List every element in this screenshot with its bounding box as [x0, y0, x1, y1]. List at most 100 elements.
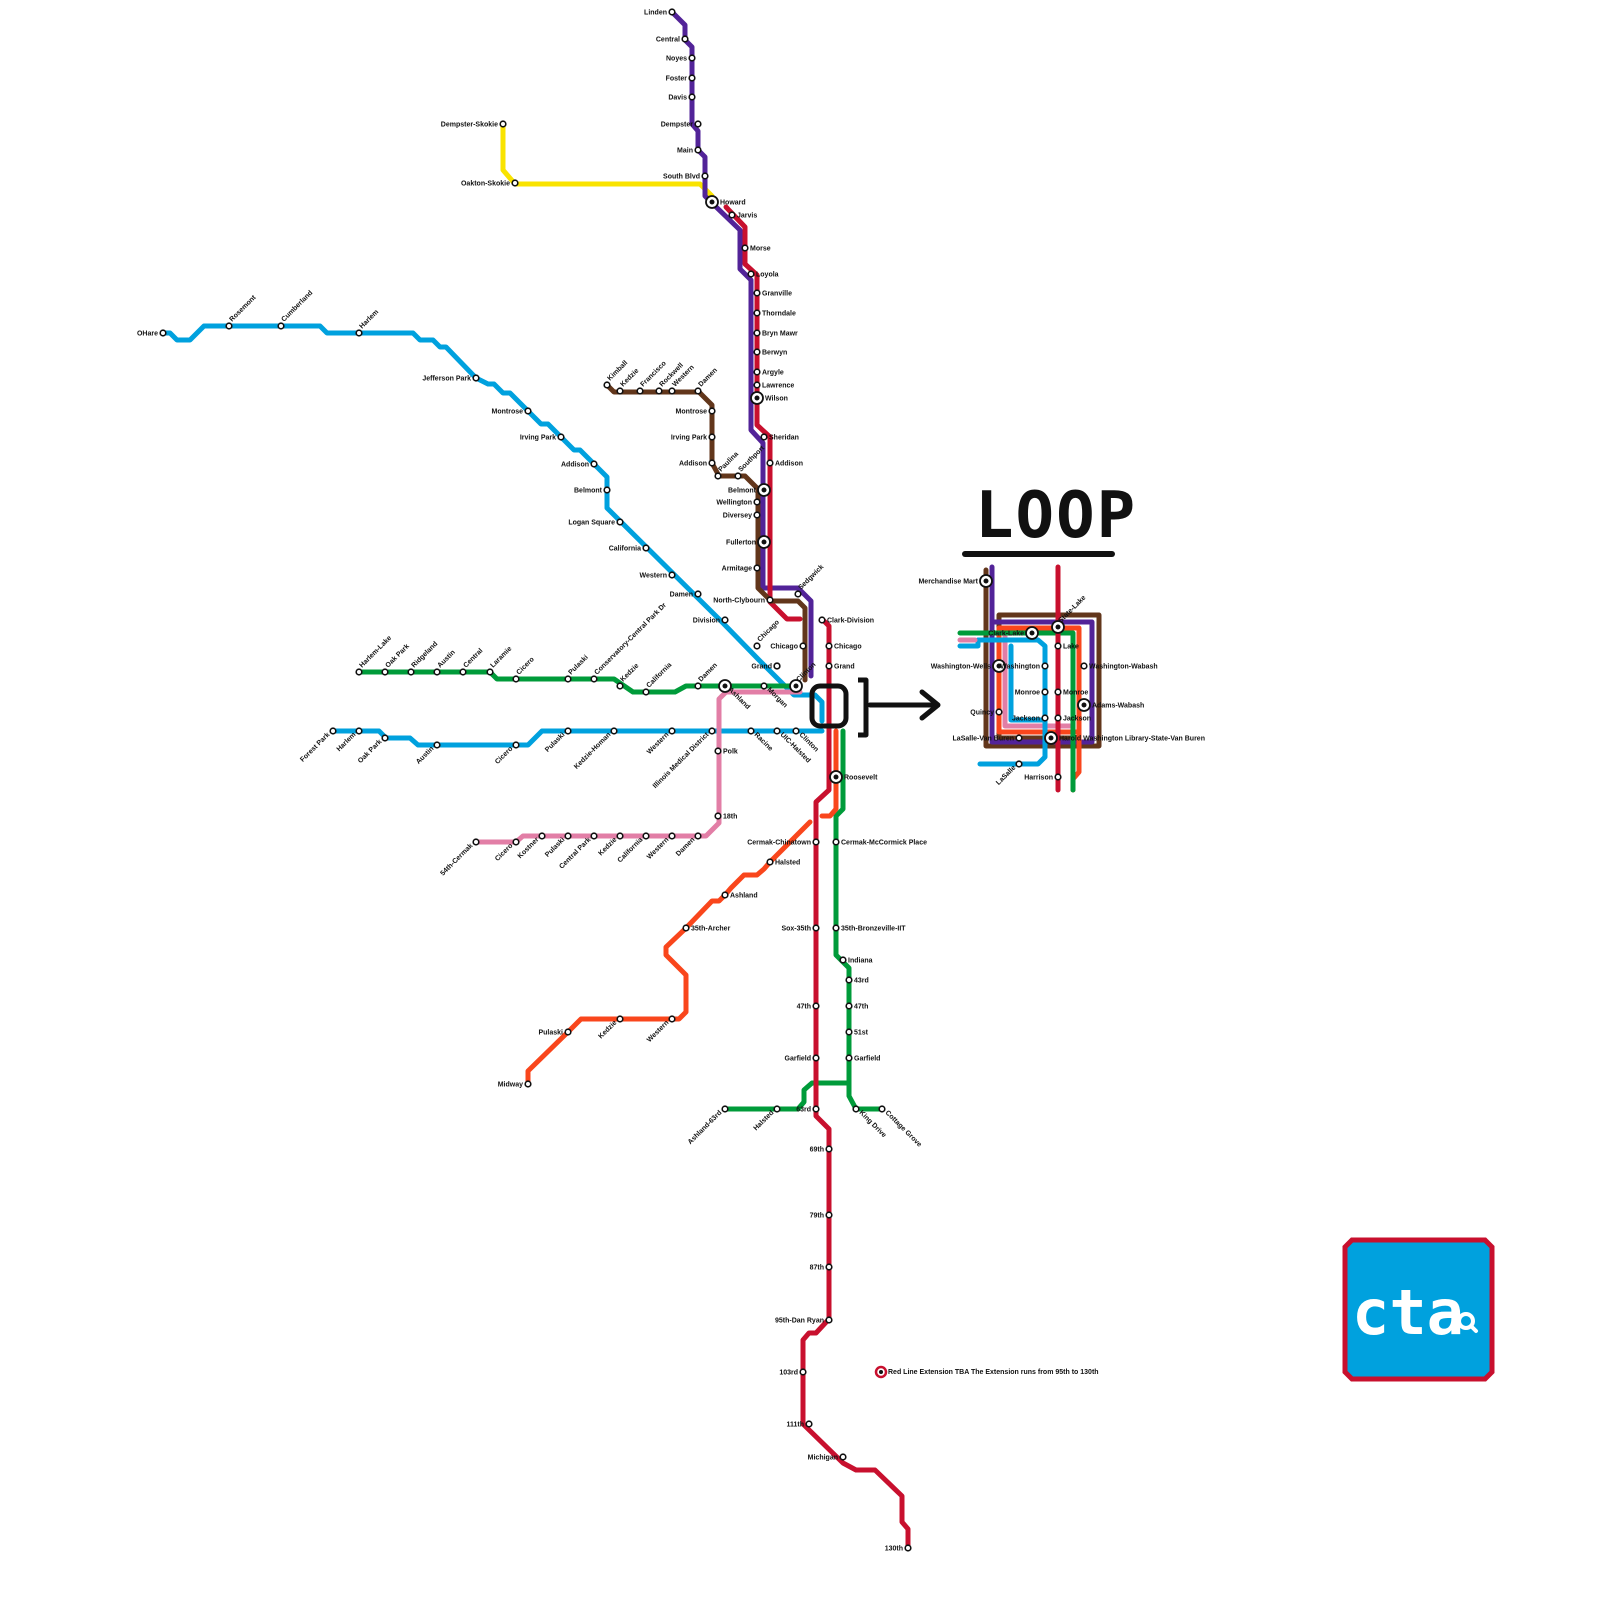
- station-lake[interactable]: Lake: [1055, 643, 1079, 650]
- station-oakton-skokie[interactable]: Oakton-Skokie: [461, 180, 518, 187]
- station-granville[interactable]: Granville: [754, 290, 792, 297]
- station-79th[interactable]: 79th: [810, 1212, 832, 1219]
- station-francisco[interactable]: Francisco: [637, 360, 668, 394]
- station-label: Cumberland: [280, 290, 314, 324]
- station-63rd[interactable]: 63rd: [796, 1106, 819, 1113]
- station-adams-wabash[interactable]: Adams-Wabash: [1078, 699, 1144, 711]
- station-kedzie[interactable]: Kedzie: [617, 662, 640, 688]
- station-logan-square[interactable]: Logan Square: [568, 519, 622, 526]
- station-halsted[interactable]: Halsted: [767, 859, 800, 866]
- station-damen[interactable]: Damen: [695, 367, 719, 394]
- station-polk[interactable]: Polk: [715, 748, 738, 755]
- station-43rd[interactable]: 43rd: [846, 977, 869, 984]
- line-green-ashland[interactable]: [725, 1083, 849, 1109]
- station-icon: [840, 1454, 846, 1460]
- station-ashland[interactable]: Ashland: [722, 892, 757, 899]
- station-washington[interactable]: Washington: [1000, 663, 1048, 670]
- station-wellington[interactable]: Wellington: [716, 499, 759, 506]
- station-cottage-grove[interactable]: Cottage Grove: [879, 1106, 923, 1148]
- station-forest-park[interactable]: Forest Park: [299, 728, 336, 763]
- station-cumberland[interactable]: Cumberland: [278, 290, 314, 329]
- station-sheridan[interactable]: Sheridan: [761, 434, 799, 441]
- station-central[interactable]: Central: [656, 36, 688, 43]
- station-95th-dan-ryan[interactable]: 95th-Dan Ryan: [775, 1317, 832, 1324]
- station-howard[interactable]: Howard: [706, 196, 746, 208]
- station-main[interactable]: Main: [677, 147, 701, 154]
- line-pink[interactable]: [476, 692, 800, 842]
- station-addison[interactable]: Addison: [767, 460, 803, 467]
- station-label: Roosevelt: [844, 775, 878, 782]
- station-washington-wells[interactable]: Washington-Wells: [931, 660, 1005, 672]
- station-belmont[interactable]: Belmont: [728, 484, 770, 496]
- line-purple[interactable]: [672, 12, 811, 676]
- station-clark-division[interactable]: Clark-Division: [819, 617, 874, 624]
- station-icon: [813, 925, 819, 931]
- station-chicago[interactable]: Chicago: [770, 643, 805, 650]
- station-kedzie-homan[interactable]: Kedzie-Homan: [573, 728, 617, 771]
- station-montrose[interactable]: Montrose: [676, 408, 715, 415]
- station-south-blvd[interactable]: South Blvd: [663, 173, 708, 180]
- station-north-clybourn[interactable]: North-Clybourn: [713, 597, 773, 604]
- station-jackson[interactable]: Jackson: [1055, 715, 1091, 722]
- station-label: Central: [656, 37, 680, 44]
- station-sedgwick[interactable]: Sedgwick: [795, 564, 825, 597]
- station-icon: [278, 323, 284, 329]
- line-green-south[interactable]: [836, 731, 882, 1109]
- station-fullerton[interactable]: Fullerton: [726, 536, 770, 548]
- station-dempster-skokie[interactable]: Dempster-Skokie: [441, 121, 506, 128]
- station-laramie[interactable]: Laramie: [487, 645, 513, 674]
- station-111th[interactable]: 111th: [786, 1421, 811, 1428]
- station-oak-park[interactable]: Oak Park: [357, 735, 388, 765]
- station-grand[interactable]: Grand: [751, 663, 779, 670]
- station-label: Jackson: [1063, 716, 1091, 723]
- station-cermak-mccormick-place[interactable]: Cermak-McCormick Place: [833, 839, 927, 846]
- station-belmont[interactable]: Belmont: [574, 487, 610, 494]
- station-label: Pulaski: [544, 731, 566, 753]
- station-washington-wabash[interactable]: Washington-Wabash: [1081, 663, 1158, 670]
- station-wilson[interactable]: Wilson: [751, 392, 788, 404]
- station-merchandise-mart[interactable]: Merchandise Mart: [918, 575, 992, 587]
- station-47th[interactable]: 47th: [797, 1003, 819, 1010]
- line-loop-blue2[interactable]: [1011, 646, 1045, 720]
- station-ashland-63rd[interactable]: Ashland-63rd: [687, 1106, 728, 1146]
- line-yellow[interactable]: [503, 124, 712, 196]
- station-label: Armitage: [722, 566, 752, 573]
- line-red-south[interactable]: [803, 731, 908, 1548]
- station-label: Bryn Mawr: [762, 331, 798, 338]
- station-label: Dempster: [661, 122, 694, 129]
- station-chicago[interactable]: Chicago: [826, 643, 861, 650]
- station-54th-cermak[interactable]: 54th-Cermak: [439, 839, 478, 877]
- station-central-park[interactable]: Central Park: [558, 833, 597, 870]
- station-18th[interactable]: 18th: [715, 813, 737, 820]
- station-montrose[interactable]: Montrose: [492, 408, 531, 415]
- station-51st[interactable]: 51st: [846, 1029, 868, 1036]
- station-icon: [748, 728, 754, 734]
- station-87th[interactable]: 87th: [810, 1264, 832, 1271]
- station-bryn-mawr[interactable]: Bryn Mawr: [754, 330, 798, 337]
- station-ohare[interactable]: OHare: [137, 330, 166, 337]
- station-loyola[interactable]: Loyola: [748, 271, 778, 278]
- station-sox-35th[interactable]: Sox-35th: [781, 925, 818, 932]
- station-icon: [637, 388, 643, 394]
- station-roosevelt[interactable]: Roosevelt: [830, 771, 878, 783]
- station-69th[interactable]: 69th: [810, 1146, 832, 1153]
- station-icon: [643, 833, 649, 839]
- station-midway[interactable]: Midway: [498, 1081, 531, 1088]
- station-lasalle-van-buren[interactable]: LaSalle-Van Buren: [953, 735, 1022, 742]
- station-addison[interactable]: Addison: [679, 460, 715, 467]
- station-lawrence[interactable]: Lawrence: [754, 382, 794, 389]
- station-linden[interactable]: Linden: [644, 9, 675, 16]
- station-diversey[interactable]: Diversey: [723, 512, 760, 519]
- station-jefferson-park[interactable]: Jefferson Park: [422, 375, 478, 382]
- station-thorndale[interactable]: Thorndale: [754, 310, 796, 317]
- station-armitage[interactable]: Armitage: [722, 565, 760, 572]
- station-harrison[interactable]: Harrison: [1024, 774, 1061, 781]
- station-addison[interactable]: Addison: [561, 461, 597, 468]
- station-35th-archer[interactable]: 35th-Archer: [683, 925, 730, 932]
- station-cermak-chinatown[interactable]: Cermak-Chinatown: [747, 839, 819, 846]
- station-western[interactable]: Western: [640, 572, 675, 579]
- station-irving-park[interactable]: Irving Park: [671, 434, 715, 441]
- station-47th[interactable]: 47th: [846, 1003, 868, 1010]
- station-35th-bronzeville-iit[interactable]: 35th-Bronzeville-IIT: [833, 925, 906, 932]
- station-130th[interactable]: 130th: [885, 1545, 911, 1552]
